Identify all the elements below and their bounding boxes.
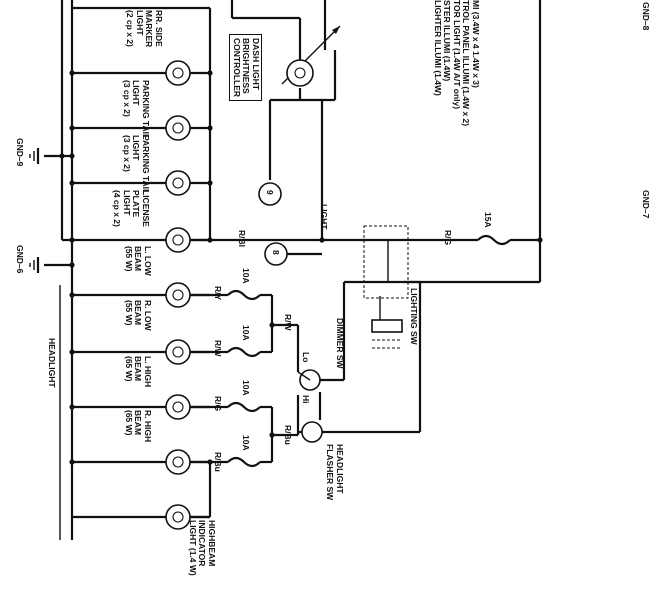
top-list-item: STER ILLUMI (1.4W)	[442, 0, 453, 82]
r-low-beam-label: R. LOW BEAM (55 W)	[124, 300, 153, 331]
gnd9-symbol	[29, 148, 72, 164]
wire-label-rg-2: R/G	[213, 396, 223, 412]
r-high-beam-label: R. HIGH BEAM (65 W)	[124, 410, 153, 443]
fuse-15a-label: 15A	[483, 212, 493, 228]
lighting-switch-body	[363, 225, 409, 299]
top-list-item: LIGHTER ILLUMI (1.4W)	[433, 0, 443, 96]
highbeam-indicator-label: HIGHBEAM INDICATOR LIGHT (1.4 W)	[188, 520, 217, 576]
wire-label-rbu-2: R/Bu	[213, 452, 223, 472]
wire-label-ry: R/Y	[213, 286, 223, 301]
connector-8-label: 8	[271, 250, 281, 255]
wire-label-rbu: R/Bu	[283, 425, 293, 445]
gnd6-symbol	[29, 257, 72, 273]
fuse-10a-1	[227, 289, 261, 301]
top-power-list: MI (3.4W x 4 1.4W x 3) TROL PANEL ILLUMI…	[433, 0, 481, 126]
wire-label-rw-2: R/W	[213, 340, 223, 357]
connector-9-label: 9	[265, 190, 275, 195]
parking-tail-label-2: PARKING TAIL LIGHT (3 cp x 2)	[122, 135, 151, 195]
lamp-r-high-beam	[165, 449, 191, 475]
dash-controller-box: DASH LIGHT BRIGHTNESS CONTROLLER	[229, 34, 262, 102]
wire-label-rg: R/G	[443, 230, 453, 246]
fuse-10a-label-3: 10A	[241, 380, 251, 396]
lamp-parking-tail	[165, 115, 191, 141]
headlight-group-label: HEADLIGHT	[47, 338, 57, 388]
parking-tail-label: PARKING TAIL LIGHT (3 cp x 2)	[122, 80, 151, 140]
l-high-beam-label: L. HIGH BEAM (65 W)	[124, 356, 153, 388]
dimmer-sw-label: DIMMER SW	[335, 318, 345, 369]
lamp-highbeam-indicator	[165, 504, 191, 530]
lamp-controller	[286, 59, 314, 87]
gnd8-label: GND–8	[641, 2, 651, 31]
rr-side-marker-label: RR. SIDE MARKER LIGHT (2 cp x 2)	[125, 10, 165, 48]
lamp-l-high-beam	[165, 394, 191, 420]
fuse-10a-label-2: 10A	[241, 325, 251, 341]
connector-9	[258, 182, 282, 206]
fuse-10a-2	[227, 346, 261, 358]
light-label: LIGHT	[319, 204, 329, 230]
fuse-10a-3	[227, 401, 261, 413]
wire-label-rw: R/W	[283, 314, 293, 331]
lighting-sw-label: LIGHTING SW	[409, 288, 419, 345]
top-list-item: MI (3.4W x 4 1.4W x 3)	[471, 0, 481, 88]
dash-controller-label: DASH LIGHT BRIGHTNESS CONTROLLER	[229, 34, 262, 102]
lamp-r-low-beam	[165, 339, 191, 365]
fuse-10a-4	[227, 456, 261, 468]
top-list-item: TROL PANEL ILLUMI (1.4W x 2)	[461, 0, 472, 127]
dimmer-lo-label: Lo	[301, 352, 311, 363]
lighting-switch-knob	[371, 319, 403, 333]
fuse-15a	[477, 234, 511, 246]
lamp-rr-side-marker	[165, 60, 191, 86]
top-list-item: TOR LIGHT (1.4W A/T only)	[452, 0, 462, 110]
l-low-beam-label: L. LOW BEAM (55 W)	[124, 246, 153, 276]
lamp-license-plate	[165, 170, 191, 196]
lamp-l-low-beam	[165, 282, 191, 308]
gnd7-label: GND–7	[641, 190, 651, 219]
license-plate-label: LICENSE PLATE LIGHT (4 cp x 2)	[112, 190, 152, 227]
fuse-10a-label-4: 10A	[241, 435, 251, 451]
gnd9-label: GND–9	[15, 138, 25, 167]
flasher-sw-label: HEADLIGHT FLASHER SW	[325, 444, 346, 501]
fuse-10a-label-1: 10A	[241, 268, 251, 284]
lamp-rbl	[165, 227, 191, 253]
gnd6-label: GND–6	[15, 245, 25, 274]
dimmer-hi-label: Hi	[301, 395, 311, 404]
flasher-switch	[301, 421, 323, 443]
wire-label-rbl: R/Bl	[237, 230, 247, 247]
connector-8	[264, 242, 288, 266]
junction-dots	[59, 70, 543, 465]
